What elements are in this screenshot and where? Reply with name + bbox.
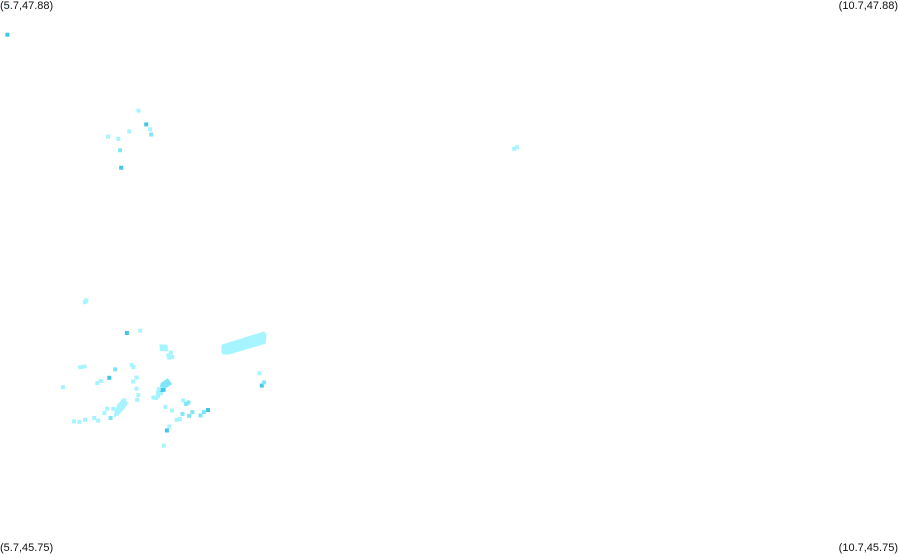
map-point <box>174 417 179 422</box>
map-point <box>184 402 189 406</box>
map-point <box>111 406 116 411</box>
map-point <box>108 416 113 420</box>
corner-label-bottom-right: (10.7,45.75) <box>838 542 898 554</box>
map-point <box>77 419 82 424</box>
map-point <box>102 411 107 416</box>
map-point <box>138 328 143 333</box>
map-point <box>161 387 166 392</box>
map-point <box>186 400 191 405</box>
map-point <box>177 417 182 422</box>
map-point <box>105 406 110 411</box>
map-point <box>134 375 139 380</box>
map-point <box>167 355 172 360</box>
map-point <box>122 398 127 403</box>
map-point <box>158 391 162 396</box>
map-point <box>71 419 76 424</box>
map-point <box>127 129 132 134</box>
map-point <box>106 134 111 139</box>
map-point <box>167 424 172 429</box>
map-point <box>514 145 519 150</box>
map-point <box>113 367 118 372</box>
map-point <box>512 146 517 151</box>
map-point <box>187 413 192 418</box>
map-point <box>201 410 206 415</box>
map-point <box>116 136 121 141</box>
map-point <box>119 165 124 170</box>
map-point <box>136 393 141 398</box>
map-point <box>149 132 154 137</box>
map-point <box>166 353 171 358</box>
map-point <box>259 383 264 388</box>
map-point <box>257 371 262 376</box>
map-point <box>83 417 87 422</box>
points-layer <box>4 4 519 448</box>
map-point <box>144 122 149 127</box>
map-point <box>159 388 164 392</box>
map-point <box>134 386 139 391</box>
map-point <box>118 148 123 153</box>
map-point <box>60 385 65 390</box>
map-point <box>190 410 195 415</box>
map-point <box>170 408 175 413</box>
corner-label-top-right: (10.7,47.88) <box>838 0 898 12</box>
map-point <box>155 390 160 395</box>
map-point <box>180 411 185 416</box>
corner-label-top-left: (5.7,47.88) <box>0 0 54 12</box>
map-point <box>95 381 100 385</box>
map-point <box>155 394 160 399</box>
map-point <box>168 350 173 355</box>
map-point <box>151 395 156 400</box>
map-point <box>161 443 166 448</box>
map-point <box>96 418 101 423</box>
map-point <box>181 398 186 403</box>
map-point <box>5 32 10 37</box>
lake-shape <box>221 331 267 355</box>
map-point <box>148 127 153 132</box>
map-point <box>119 403 124 408</box>
map-point <box>261 380 266 385</box>
lake-shape <box>159 344 169 352</box>
map-point <box>163 404 168 409</box>
map-point <box>92 416 97 420</box>
map-point <box>136 108 141 113</box>
map-point <box>131 365 136 369</box>
lake-shape <box>159 378 173 388</box>
lake-shape <box>113 399 129 418</box>
map-point <box>131 379 136 384</box>
map-point <box>156 387 161 392</box>
map-point <box>198 413 203 418</box>
map-point <box>124 331 129 335</box>
map-point <box>206 408 210 412</box>
map-point <box>170 354 175 359</box>
map-point <box>107 375 112 380</box>
map-point <box>135 397 140 402</box>
lake-shape <box>77 364 87 370</box>
map-point <box>164 428 169 433</box>
map-point <box>84 298 89 303</box>
map-point <box>98 379 103 383</box>
corner-label-bottom-left: (5.7,45.75) <box>0 542 54 554</box>
